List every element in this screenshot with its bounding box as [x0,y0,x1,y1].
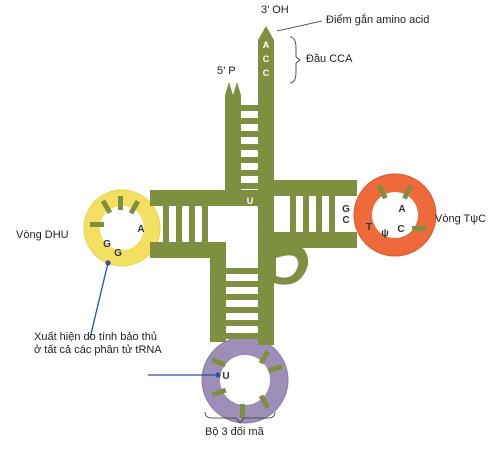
base-a: A [263,40,270,50]
dhu-base-g1: G [103,239,111,250]
base-c1: C [263,54,270,64]
tpsic-nubs [377,184,426,231]
tpsic-loop-label: Vòng TψC [435,213,487,225]
acceptor-bases: A C C [263,40,270,78]
tpsic-base-a: A [398,204,405,215]
t-arm-rungs [290,196,335,232]
hinge-u-base: U [247,196,254,206]
tpsic-base-psi: ψ [381,228,389,239]
anticodon-nubs [211,349,283,418]
tpsic-base-t: T [366,222,372,233]
d-arm-rungs [163,206,208,242]
amino-site-label: Điểm gắn amino acid [326,14,430,26]
dhu-bases: A G G [103,224,145,259]
tpsic-bases: G C T ψ C A [342,204,406,239]
dhu-base-a: A [137,224,144,235]
tpsic-base-c1: C [342,215,349,226]
tpsic-loop [353,173,437,257]
five-prime-label: 5’ P [217,65,236,77]
anticodon-label: Bộ 3 đối mã [205,426,264,438]
tpsic-base-g: G [342,204,350,215]
anticodon-rungs [226,268,258,339]
dhu-pointer [89,260,111,339]
backbone [150,26,357,345]
dhu-nubs [90,196,141,227]
conserved-note: Xuất hiện do tính bảo thủ ở tất cả các p… [34,331,162,356]
cca-end-label: Đầu CCA [306,53,353,65]
base-c2: C [263,68,270,78]
three-prime-label: 3’ OH [261,4,289,16]
variable-loop [268,245,309,285]
dhu-loop [83,189,161,267]
acceptor-rungs [241,105,258,189]
cca-bracket [289,36,301,84]
tpsic-base-c2: C [397,224,404,235]
dhu-loop-label: Vòng DHU [16,229,69,241]
dhu-base-g2: G [114,248,122,259]
anticodon-bracket [204,411,276,424]
anticodon-base-u: U [222,371,229,382]
amino-site-leader [276,20,323,32]
